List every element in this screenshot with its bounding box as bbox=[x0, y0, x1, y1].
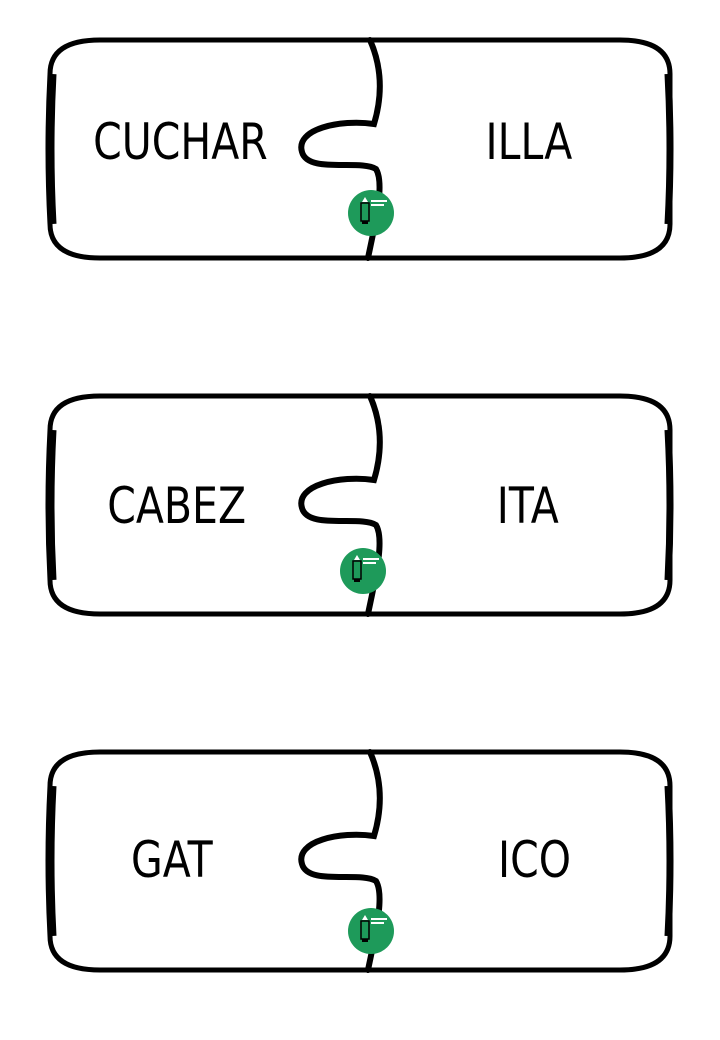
logo-badge bbox=[348, 190, 394, 236]
word-ending: ITA bbox=[496, 477, 559, 535]
word-ending: ICO bbox=[498, 831, 572, 889]
logo-badge bbox=[340, 548, 386, 594]
logo-badge bbox=[348, 908, 394, 954]
word-start: CUCHAR bbox=[93, 113, 268, 171]
word-ending: ILLA bbox=[485, 113, 573, 171]
puzzle-outline bbox=[45, 393, 674, 617]
word-start: CABEZ bbox=[107, 477, 247, 535]
puzzle-outline bbox=[45, 37, 674, 261]
word-start: GAT bbox=[130, 831, 213, 889]
puzzle-piece-1[interactable]: CUCHAR ILLA bbox=[40, 34, 680, 264]
puzzle-piece-2[interactable]: CABEZ ITA bbox=[40, 390, 680, 620]
puzzle-outline bbox=[45, 749, 674, 973]
puzzle-piece-3[interactable]: GAT ICO bbox=[40, 746, 680, 976]
